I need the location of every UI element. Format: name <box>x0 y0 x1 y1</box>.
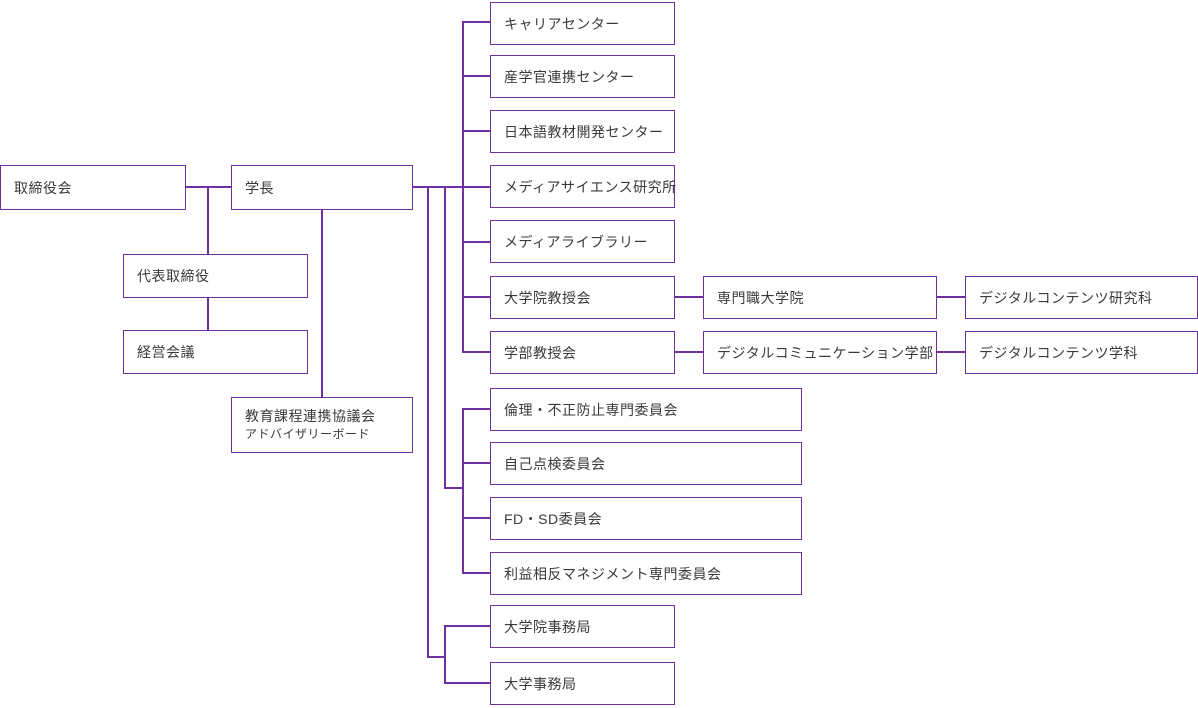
node-label: デジタルコンテンツ研究科 <box>979 289 1153 306</box>
connector-stub-media-library <box>463 241 490 243</box>
node-label: 倫理・不正防止専門委員会 <box>504 401 678 418</box>
node-digital-contents-research: デジタルコンテンツ研究科 <box>965 276 1198 319</box>
node-conflict-of-interest-committee: 利益相反マネジメント専門委員会 <box>490 552 802 595</box>
connector-spine-committees <box>444 187 446 489</box>
node-label: 取締役会 <box>14 179 72 196</box>
node-self-inspection-committee: 自己点検委員会 <box>490 442 802 485</box>
node-label: FD・SD委員会 <box>504 510 603 527</box>
node-grad-faculty-council: 大学院教授会 <box>490 276 675 319</box>
node-label: 大学事務局 <box>504 675 577 692</box>
node-ethics-committee: 倫理・不正防止専門委員会 <box>490 388 802 431</box>
node-management-council: 経営会議 <box>123 330 308 374</box>
node-label: 学部教授会 <box>504 344 577 361</box>
connector-stub-career-center <box>463 21 490 23</box>
node-label: メディアサイエンス研究所 <box>504 178 677 195</box>
connector-stub-grad-office <box>445 625 490 627</box>
node-label: デジタルコミュニケーション学部 <box>717 344 934 361</box>
node-label: 学長 <box>245 179 274 196</box>
connector-spine-top-group <box>462 21 464 353</box>
connector-feed-committees <box>445 487 463 489</box>
connector-ugradfaculty-commfaculty <box>675 351 703 353</box>
node-label: 教育課程連携協議会 <box>245 408 376 425</box>
node-sublabel: アドバイザリーボード <box>245 427 371 442</box>
connector-stub-japanese-materials <box>463 130 490 132</box>
connector-drop-curriculum-council <box>321 210 323 397</box>
node-label: 大学院教授会 <box>504 289 591 306</box>
node-label: メディアライブラリー <box>504 233 649 250</box>
connector-spine-offices <box>427 187 429 658</box>
node-media-library: メディアライブラリー <box>490 220 675 263</box>
node-curriculum-council: 教育課程連携協議会 アドバイザリーボード <box>231 397 413 453</box>
node-label: 利益相反マネジメント専門委員会 <box>504 565 722 582</box>
node-fd-sd-committee: FD・SD委員会 <box>490 497 802 540</box>
connector-drop-representative-director <box>207 187 209 254</box>
connector-feed-offices <box>428 656 445 658</box>
connector-bracket-offices <box>444 625 446 684</box>
connector-commfaculty-department <box>937 351 965 353</box>
connector-stub-self-inspection <box>463 462 490 464</box>
node-professional-grad-school: 専門職大学院 <box>703 276 937 319</box>
node-japanese-materials-center: 日本語教材開発センター <box>490 110 675 153</box>
node-label: デジタルコンテンツ学科 <box>979 344 1138 361</box>
node-president: 学長 <box>231 165 413 210</box>
connector-gradfaculty-profgrad <box>675 296 703 298</box>
connector-stub-fd-sd <box>463 517 490 519</box>
node-label: 自己点検委員会 <box>504 455 606 472</box>
node-career-center: キャリアセンター <box>490 2 675 45</box>
node-board-of-directors: 取締役会 <box>0 165 186 210</box>
connector-profgrad-research <box>937 296 965 298</box>
node-media-science-institute: メディアサイエンス研究所 <box>490 165 677 208</box>
node-label: 産学官連携センター <box>504 68 635 85</box>
connector-stub-undergrad-faculty <box>463 351 490 353</box>
node-industry-collab-center: 産学官連携センター <box>490 55 675 98</box>
node-university-office: 大学事務局 <box>490 662 675 705</box>
node-grad-school-office: 大学院事務局 <box>490 605 675 648</box>
node-digital-contents-department: デジタルコンテンツ学科 <box>965 331 1198 374</box>
connector-drop-management-council <box>207 298 209 330</box>
connector-bracket-committees <box>462 408 464 574</box>
connector-stub-conflict <box>463 572 490 574</box>
node-label: キャリアセンター <box>504 15 620 32</box>
connector-stub-university-office <box>445 682 490 684</box>
node-label: 経営会議 <box>137 344 195 360</box>
node-label: 大学院事務局 <box>504 618 591 635</box>
connector-stub-industry-collab <box>463 75 490 77</box>
node-undergrad-faculty-council: 学部教授会 <box>490 331 675 374</box>
node-label: 専門職大学院 <box>717 289 804 306</box>
connector-president-main <box>413 186 490 188</box>
connector-stub-ethics <box>463 408 490 410</box>
node-label: 代表取締役 <box>137 268 210 284</box>
node-label: 日本語教材開発センター <box>504 123 664 140</box>
connector-stub-grad-faculty <box>463 296 490 298</box>
node-digital-communication-faculty: デジタルコミュニケーション学部 <box>703 331 937 374</box>
node-representative-director: 代表取締役 <box>123 254 308 298</box>
